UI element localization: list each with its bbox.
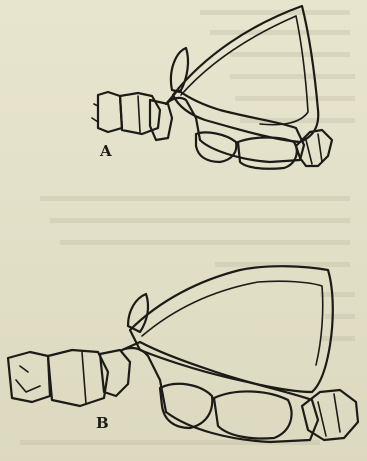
- panel-label-a: A: [100, 142, 112, 160]
- panel-label-b: B: [96, 414, 109, 432]
- panel-b-drawing: [8, 266, 358, 442]
